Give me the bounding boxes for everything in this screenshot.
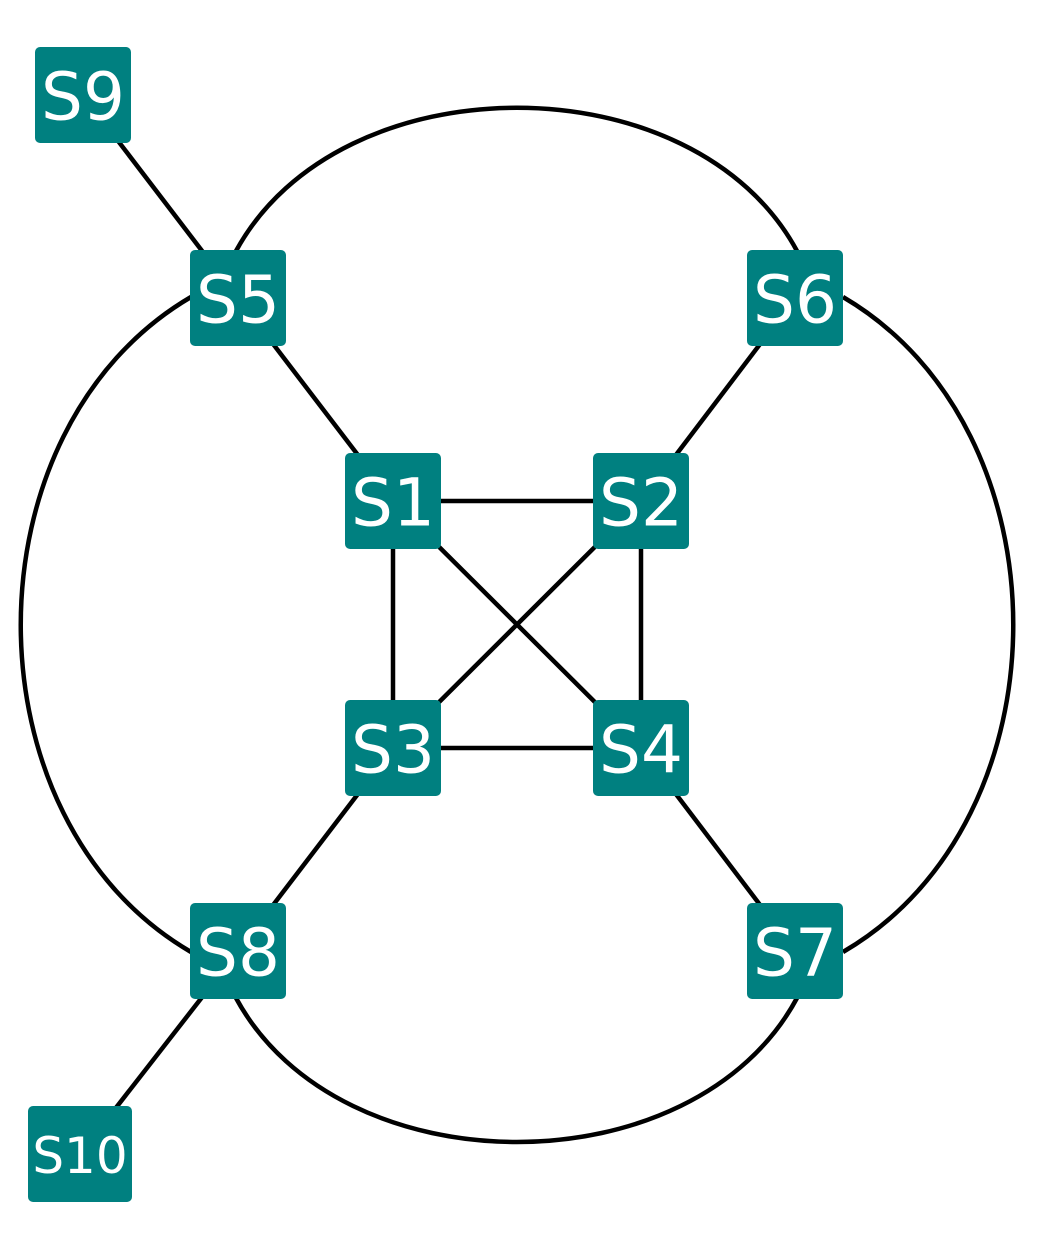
node-label: S3 — [351, 712, 435, 789]
node-s9[interactable]: S9 — [35, 47, 131, 143]
node-box — [593, 453, 689, 549]
node-label: S1 — [351, 465, 435, 542]
node-label: S7 — [753, 915, 837, 992]
node-label: S9 — [41, 59, 125, 136]
edge-s7-s8 — [234, 996, 799, 1145]
node-s6[interactable]: S6 — [747, 250, 843, 346]
node-s3[interactable]: S3 — [345, 700, 441, 796]
node-box — [28, 1106, 132, 1202]
node-s2[interactable]: S2 — [593, 453, 689, 549]
node-box — [747, 903, 843, 999]
node-box — [593, 700, 689, 796]
node-s4[interactable]: S4 — [593, 700, 689, 796]
node-box — [345, 700, 441, 796]
edges-layer — [18, 93, 1016, 1156]
edge-s5-s6 — [234, 105, 799, 253]
edge-s6-s7 — [841, 295, 1016, 954]
edge-s8-s5 — [18, 295, 193, 954]
node-box — [345, 453, 441, 549]
node-label: S8 — [196, 915, 280, 992]
node-box — [190, 250, 286, 346]
node-box — [190, 903, 286, 999]
node-s5[interactable]: S5 — [190, 250, 286, 346]
node-label: S6 — [753, 262, 837, 339]
node-s10[interactable]: S10 — [28, 1106, 132, 1202]
node-label: S2 — [599, 465, 683, 542]
node-label: S4 — [599, 712, 683, 789]
node-s1[interactable]: S1 — [345, 453, 441, 549]
node-s8[interactable]: S8 — [190, 903, 286, 999]
node-box — [747, 250, 843, 346]
node-label: S10 — [32, 1127, 127, 1185]
node-label: S5 — [196, 262, 280, 339]
node-box — [35, 47, 131, 143]
node-s7[interactable]: S7 — [747, 903, 843, 999]
